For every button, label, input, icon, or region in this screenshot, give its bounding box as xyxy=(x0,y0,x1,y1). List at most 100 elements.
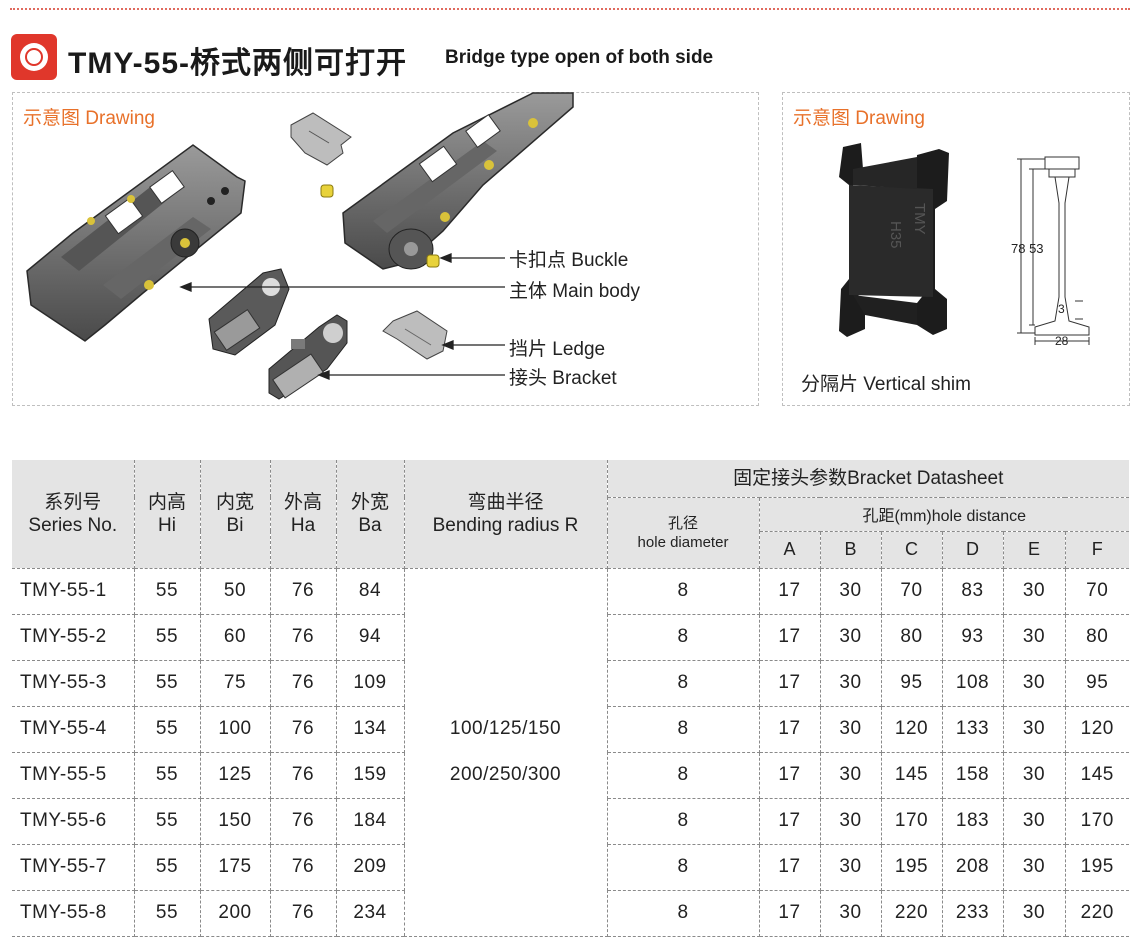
cell-series: TMY-55-2 xyxy=(12,614,135,661)
cell-d: 93 xyxy=(942,614,1004,661)
table-row: TMY-55-3 55 75 76 109 8 17 30 95 108 30 … xyxy=(12,660,1129,707)
logo-ring xyxy=(20,43,48,71)
cell-c: 170 xyxy=(881,798,943,845)
shim-dim-height: 78 53 xyxy=(1011,241,1044,256)
cell-a: 17 xyxy=(759,844,821,891)
chain-segment-right xyxy=(342,92,574,270)
cell-ba: 94 xyxy=(336,614,405,661)
cell-ha: 76 xyxy=(270,660,337,707)
drawing-panel: 示意图 Drawing xyxy=(12,92,759,406)
ledge-part-top xyxy=(290,112,352,166)
cell-f: 95 xyxy=(1065,660,1129,707)
table-row: TMY-55-2 55 60 76 94 8 17 30 80 93 30 80 xyxy=(12,614,1129,661)
cog-ring-icon xyxy=(11,34,57,80)
cell-hole: 8 xyxy=(607,568,760,615)
cell-ha: 76 xyxy=(270,706,337,753)
table-row: TMY-55-6 55 150 76 184 8 17 30 170 183 3… xyxy=(12,798,1129,845)
cell-a: 17 xyxy=(759,614,821,661)
cell-d: 183 xyxy=(942,798,1004,845)
header-bi: 内宽 Bi xyxy=(200,460,271,569)
cell-ha: 76 xyxy=(270,844,337,891)
main-body-plate xyxy=(208,268,290,356)
cell-d: 233 xyxy=(942,890,1004,937)
callout-buckle: 卡扣点 Buckle xyxy=(509,250,629,271)
shim-panel: 示意图 Drawing TMY H35 78 53 xyxy=(782,92,1130,406)
table-row: TMY-55-4 55 100 76 134 8 17 30 120 133 3… xyxy=(12,706,1129,753)
table-row: TMY-55-1 55 50 76 84 100/125/150 200/250… xyxy=(12,568,1129,937)
cell-series: TMY-55-6 xyxy=(12,798,135,845)
cell-bi: 175 xyxy=(200,844,271,891)
table-row: TMY-55-8 55 200 76 234 8 17 30 220 233 3… xyxy=(12,890,1129,937)
cell-hi: 55 xyxy=(134,752,201,799)
cell-a: 17 xyxy=(759,752,821,799)
shim-marking-2: H35 xyxy=(887,221,904,249)
cell-b: 30 xyxy=(820,752,882,799)
cell-e: 30 xyxy=(1003,890,1066,937)
table-row: TMY-55-7 55 175 76 209 8 17 30 195 208 3… xyxy=(12,844,1129,891)
cell-series: TMY-55-4 xyxy=(12,706,135,753)
cell-ba: 134 xyxy=(336,706,405,753)
cell-d: 208 xyxy=(942,844,1004,891)
page-title: TMY-55-桥式两侧可打开 xyxy=(68,47,408,80)
cell-bi: 125 xyxy=(200,752,271,799)
cell-series: TMY-55-5 xyxy=(12,752,135,799)
cell-a: 17 xyxy=(759,568,821,615)
cell-hi: 55 xyxy=(134,568,201,615)
header-ba: 外宽 Ba xyxy=(336,460,405,569)
cell-c: 70 xyxy=(881,568,943,615)
cell-c: 95 xyxy=(881,660,943,707)
cell-f: 80 xyxy=(1065,614,1129,661)
bracket-part xyxy=(268,314,348,400)
cell-hi: 55 xyxy=(134,660,201,707)
cell-d: 108 xyxy=(942,660,1004,707)
header-ha: 外高 Ha xyxy=(270,460,337,569)
header-col-c: C xyxy=(881,531,943,569)
header-hi: 内高 Hi xyxy=(134,460,201,569)
vertical-shim-illustration: TMY H35 78 53 3 28 xyxy=(839,143,1090,348)
header-hole-distance: 孔距(mm)hole distance xyxy=(759,497,1129,532)
cell-f: 70 xyxy=(1065,568,1129,615)
cell-c: 220 xyxy=(881,890,943,937)
cell-ba: 84 xyxy=(336,568,405,615)
cell-series: TMY-55-3 xyxy=(12,660,135,707)
cell-ha: 76 xyxy=(270,798,337,845)
cell-e: 30 xyxy=(1003,568,1066,615)
cell-f: 195 xyxy=(1065,844,1129,891)
spec-table: 系列号 Series No. 内高 Hi 内宽 Bi 外高 Ha 外宽 Ba 弯… xyxy=(12,460,1129,937)
cell-ha: 76 xyxy=(270,752,337,799)
cell-hole: 8 xyxy=(607,798,760,845)
cell-f: 145 xyxy=(1065,752,1129,799)
header-col-b: B xyxy=(820,531,882,569)
drawing-panel-label: 示意图 Drawing xyxy=(23,108,155,129)
cell-b: 30 xyxy=(820,660,882,707)
chain-segment-left xyxy=(26,144,246,342)
cell-bi: 150 xyxy=(200,798,271,845)
header-col-a: A xyxy=(759,531,821,569)
table-row: TMY-55-5 55 125 76 159 8 17 30 145 158 3… xyxy=(12,752,1129,799)
cell-b: 30 xyxy=(820,614,882,661)
cell-c: 80 xyxy=(881,614,943,661)
buckle-part-2 xyxy=(426,254,440,268)
cell-ba: 184 xyxy=(336,798,405,845)
cell-ha: 76 xyxy=(270,568,337,615)
cell-b: 30 xyxy=(820,568,882,615)
cell-hole: 8 xyxy=(607,890,760,937)
cell-d: 83 xyxy=(942,568,1004,615)
cell-f: 170 xyxy=(1065,798,1129,845)
cell-hi: 55 xyxy=(134,706,201,753)
exploded-chain-illustration xyxy=(26,92,574,400)
cell-hole: 8 xyxy=(607,660,760,707)
cell-b: 30 xyxy=(820,798,882,845)
cell-hole: 8 xyxy=(607,752,760,799)
header-col-e: E xyxy=(1003,531,1066,569)
cell-ba: 209 xyxy=(336,844,405,891)
shim-profile-drawing xyxy=(1017,156,1090,345)
cell-a: 17 xyxy=(759,798,821,845)
cell-d: 133 xyxy=(942,706,1004,753)
cell-bending-radius: 100/125/150 200/250/300 xyxy=(404,568,608,937)
cell-e: 30 xyxy=(1003,844,1066,891)
shim-photo xyxy=(839,143,949,337)
callout-leaders xyxy=(179,253,505,380)
cell-b: 30 xyxy=(820,844,882,891)
shim-dim-small: 3 xyxy=(1058,302,1065,316)
